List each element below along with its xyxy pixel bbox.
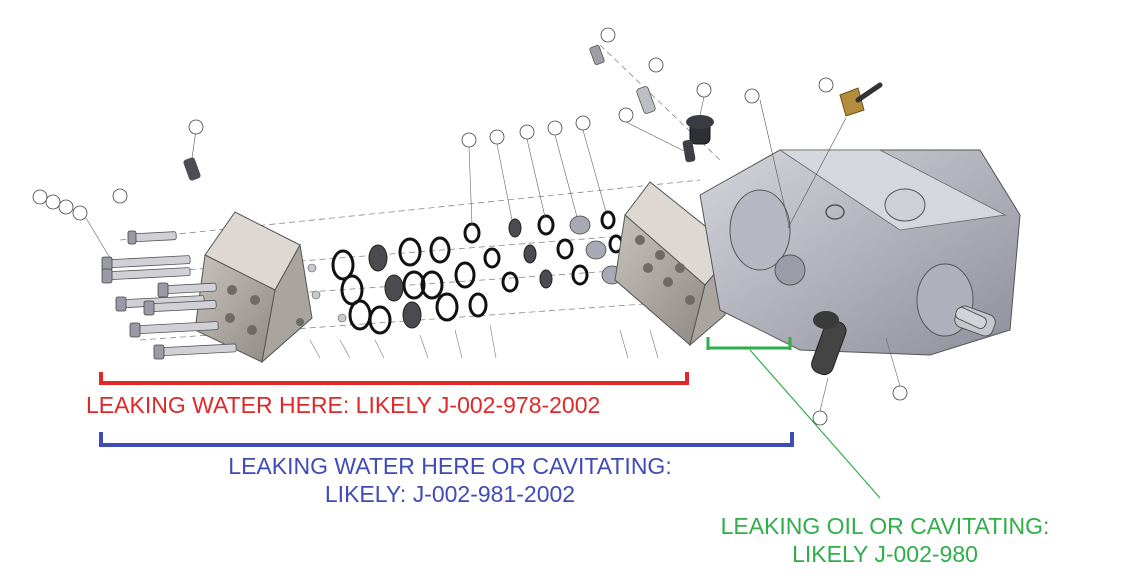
oil-leak-annotation: LEAKING OIL OR CAVITATING: LIKELY J-002-… — [680, 512, 1090, 568]
water-leak-annotation: LEAKING WATER HERE: LIKELY J-002-978-200… — [86, 392, 601, 418]
bolt-set — [103, 231, 237, 357]
oil-elbow-fitting — [811, 311, 847, 376]
water-or-cavitating-line2: LIKELY: J-002-981-2002 — [324, 481, 576, 507]
shaft — [955, 306, 987, 330]
red-bracket — [99, 372, 689, 385]
blue-bracket — [99, 432, 794, 447]
water-or-cavitating-line1: LEAKING WATER HERE OR CAVITATING: — [228, 453, 672, 479]
small-balls — [307, 263, 347, 323]
oil-leak-line2: LIKELY J-002-980 — [792, 541, 978, 567]
green-bracket — [706, 337, 792, 350]
bolt-heads — [101, 230, 169, 360]
left-manifold-block — [194, 211, 313, 364]
green-leader-line — [749, 349, 881, 499]
water-or-cavitating-annotation: LEAKING WATER HERE OR CAVITATING: LIKELY… — [180, 452, 720, 508]
oil-leak-line1: LEAKING OIL OR CAVITATING: — [720, 513, 1050, 539]
valve-seat-set — [368, 218, 553, 329]
pump-crankcase — [699, 149, 1021, 356]
fitting-19-1 — [183, 129, 201, 181]
top-fittings — [589, 44, 883, 231]
callout-leaders — [85, 96, 901, 412]
lower-leader-ticks — [309, 324, 659, 359]
